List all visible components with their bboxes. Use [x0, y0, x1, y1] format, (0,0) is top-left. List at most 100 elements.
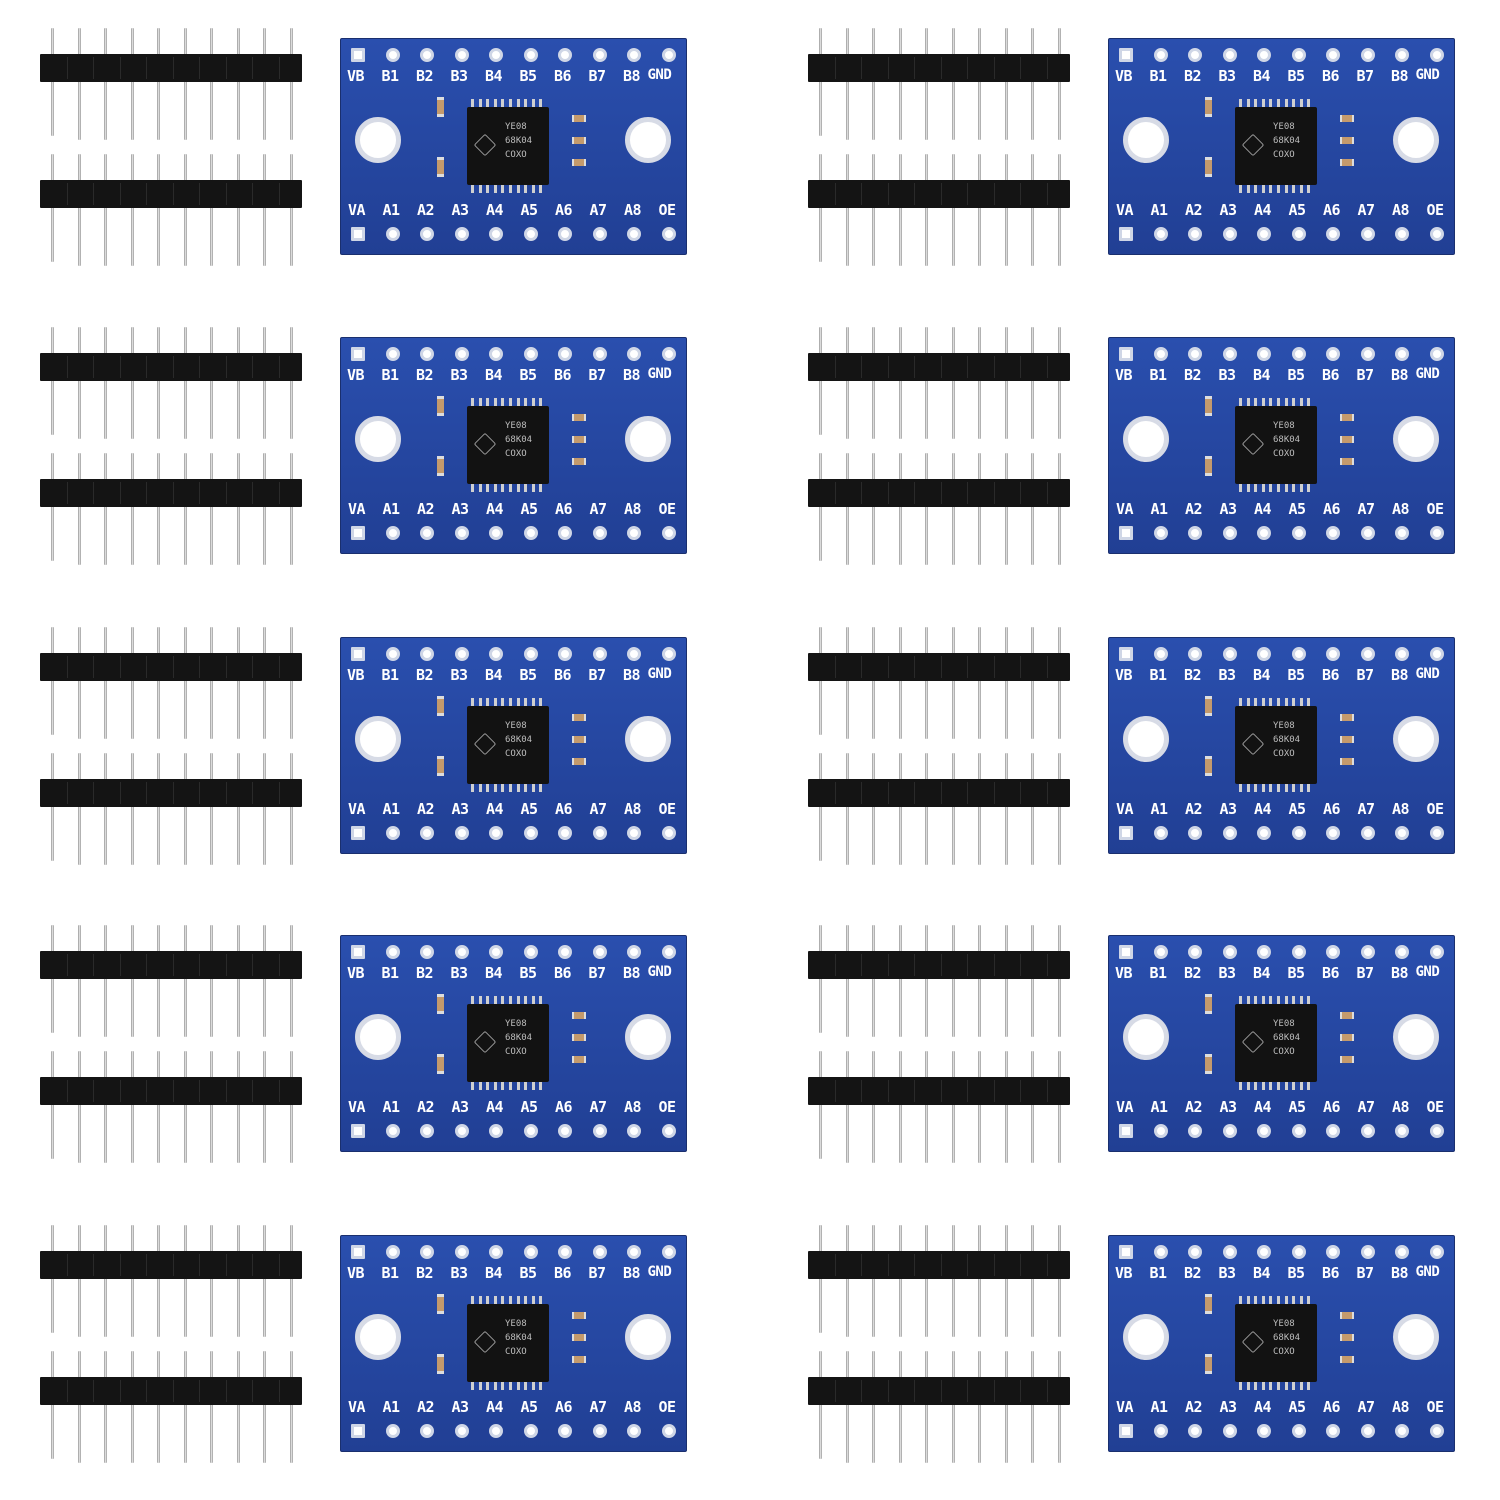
bar-divider	[66, 782, 68, 804]
header-pin	[263, 453, 266, 565]
pin-pad-top	[454, 647, 469, 661]
chip-leg	[471, 996, 474, 1004]
pin-label-bottom: A6	[555, 1398, 573, 1416]
header-pin	[130, 1351, 134, 1463]
header-pin	[263, 154, 266, 266]
header-pin	[51, 925, 54, 1033]
chip-leg	[1292, 484, 1296, 492]
chip-leg	[1284, 185, 1288, 193]
pin-header-strip	[40, 453, 310, 573]
pin-pad-bottom	[558, 1124, 572, 1138]
pin-pad-bottom	[1222, 826, 1237, 840]
chip-leg	[1269, 996, 1273, 1004]
pin-label-top: B7	[588, 366, 607, 384]
pin-label-top: B2	[416, 366, 434, 384]
header-pin	[183, 753, 187, 865]
pin-pad-top	[661, 48, 676, 62]
bar-divider	[993, 1254, 995, 1276]
pin-pad-top	[1360, 48, 1375, 62]
pin-label-bottom: VA	[1116, 1098, 1134, 1116]
bar-divider	[993, 57, 995, 79]
pin-headers	[40, 627, 310, 865]
pin-label-bottom: A1	[382, 800, 401, 818]
chip-leg	[471, 1382, 474, 1390]
header-pin	[1004, 154, 1008, 266]
pin-pad-top	[523, 48, 538, 62]
pin-pad-top	[523, 945, 538, 959]
pin-label-bottom: A2	[417, 800, 435, 818]
pin-pad-bottom	[661, 526, 676, 540]
chip-leg	[478, 1296, 482, 1304]
chip-leg	[524, 185, 528, 193]
pin-label-bottom: A5	[1288, 1098, 1307, 1116]
header-pin	[104, 453, 107, 565]
pin-label-bottom: A2	[1185, 800, 1203, 818]
chip-leg	[1254, 996, 1258, 1004]
bar-divider	[1046, 782, 1048, 804]
bar-divider	[1046, 1080, 1048, 1102]
chip-leg	[478, 1082, 482, 1090]
chip-leg	[1284, 1082, 1288, 1090]
header-pin	[925, 1051, 928, 1163]
pin-pad-bottom	[523, 1124, 538, 1138]
pin-pad-top	[1360, 347, 1375, 361]
chip-marking: 68K04	[1273, 1033, 1301, 1043]
pin-label-top: B2	[416, 67, 434, 85]
bar-divider	[172, 482, 174, 504]
header-pin	[210, 1051, 213, 1163]
pin-label-top: B8	[1391, 666, 1409, 684]
bar-divider	[834, 954, 836, 976]
header-pin	[289, 154, 293, 266]
header-pin	[978, 327, 981, 439]
mounting-hole	[1393, 716, 1439, 762]
chip-leg	[1239, 1296, 1242, 1304]
header-pin	[51, 627, 54, 735]
pin-pad-top	[1360, 647, 1375, 661]
chip-leg	[509, 698, 512, 706]
bar-divider	[940, 1254, 942, 1276]
header-plastic-bar	[40, 951, 302, 979]
chip-leg	[1254, 698, 1258, 706]
pin-pad-bottom	[420, 526, 434, 540]
pin-label-bottom: A1	[382, 1098, 401, 1116]
smd-capacitor	[572, 115, 586, 122]
mounting-hole	[1393, 416, 1439, 462]
pin-pad-bottom	[558, 826, 572, 840]
pin-label-top: B1	[381, 964, 400, 982]
pin-label-bottom: A2	[1185, 500, 1203, 518]
bar-divider	[834, 1080, 836, 1102]
header-pin	[1057, 1351, 1061, 1463]
pin-pad-bottom	[1395, 1424, 1409, 1438]
pin-label-top: B2	[1184, 666, 1202, 684]
chip-leg	[531, 398, 535, 406]
header-pin	[130, 925, 134, 1037]
chip-logo-icon	[473, 1330, 497, 1354]
chip-marking: YE08	[1273, 421, 1295, 431]
bar-divider	[914, 482, 915, 504]
header-pin	[130, 627, 134, 739]
pin-label-top: B1	[1149, 1264, 1168, 1282]
header-pin	[77, 1351, 81, 1463]
bar-divider	[199, 782, 200, 804]
pin-pad-bottom	[1429, 826, 1444, 840]
pin-label-bottom: A7	[589, 201, 608, 219]
chip-leg	[1246, 784, 1250, 792]
bar-divider	[1046, 656, 1048, 678]
pin-pad-bottom	[1429, 1124, 1444, 1138]
bar-divider	[1020, 1080, 1021, 1102]
chip-leg	[478, 185, 482, 193]
header-pin	[925, 1225, 928, 1337]
smd-capacitor	[1340, 414, 1354, 421]
pin-label-top: GND	[1415, 1264, 1440, 1280]
bar-divider	[146, 356, 147, 378]
pin-label-bottom: A4	[1254, 800, 1272, 818]
bar-divider	[172, 1380, 174, 1402]
smd-resistor	[437, 1354, 444, 1374]
header-pin	[263, 28, 266, 140]
pin-pad-top	[1153, 48, 1168, 62]
header-pin	[77, 925, 81, 1037]
chip-leg	[1307, 784, 1311, 792]
